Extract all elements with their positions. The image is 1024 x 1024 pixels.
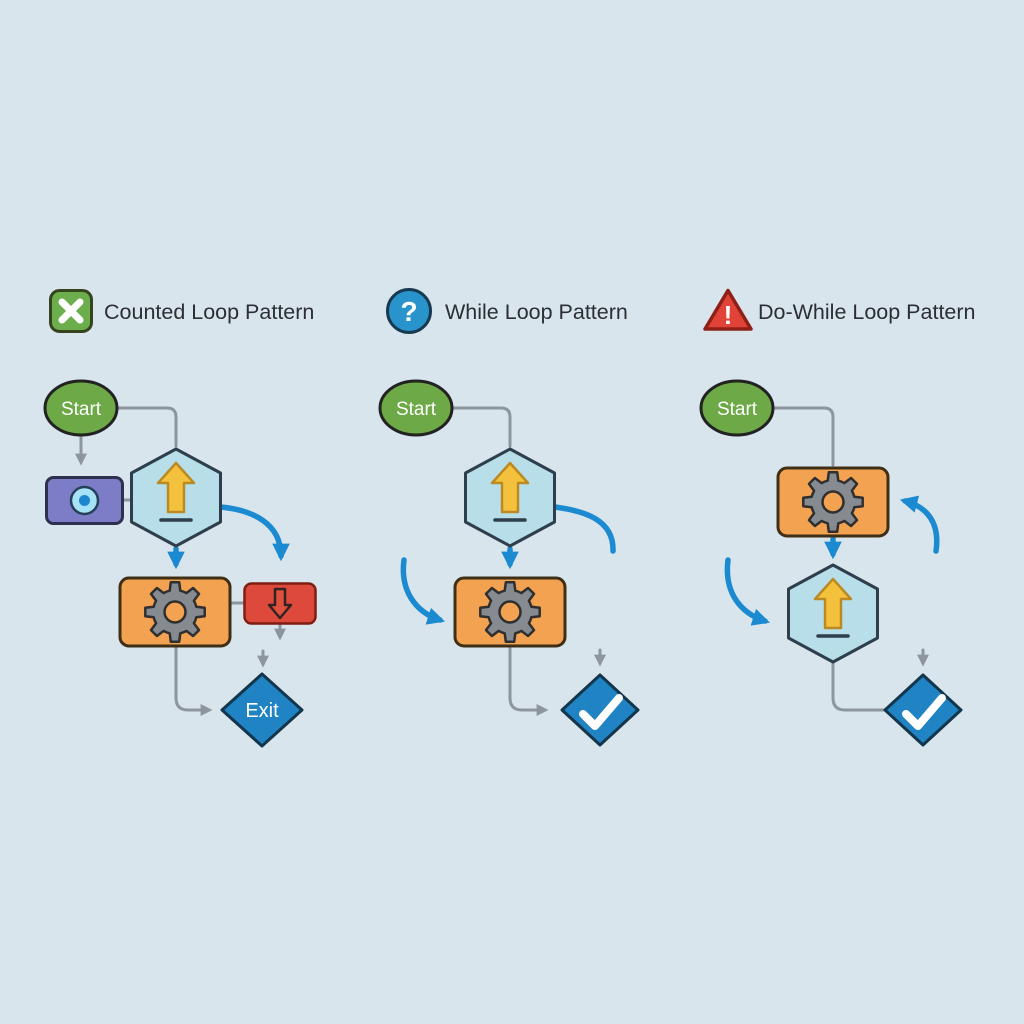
end-check-node [885, 675, 961, 745]
flow-loop-back-into-body [899, 495, 940, 554]
header-label: Do-While Loop Pattern [758, 300, 976, 324]
connector-condition-to-end [831, 660, 886, 712]
connector-body-to-end [508, 644, 549, 716]
connector-start-to-condition [450, 406, 512, 448]
target-dot-icon [69, 485, 100, 516]
connector-start-to-body [771, 406, 835, 467]
pattern-while-loop: ? While Loop Pattern Start [378, 288, 638, 746]
header-counted-loop: Counted Loop Pattern [49, 289, 314, 333]
question-mark-icon: ? [400, 296, 417, 327]
gear-icon [144, 581, 206, 643]
pattern-counted-loop: Counted Loop Pattern Start [43, 289, 317, 748]
exit-label: Exit [245, 700, 279, 722]
start-label: Start [396, 399, 437, 420]
header-label: Counted Loop Pattern [104, 300, 314, 324]
flow-loop-back-into-body [400, 557, 446, 625]
start-node [378, 379, 454, 437]
end-check-node [562, 675, 638, 745]
start-label: Start [61, 399, 102, 420]
flow-loop-into-condition [724, 557, 771, 626]
flowchart-counted-loop: Start Exit [43, 379, 317, 748]
start-label: Start [717, 399, 758, 420]
pattern-do-while-loop: ! Do-While Loop Pattern Start [699, 288, 976, 746]
connector-body-to-exit [174, 644, 213, 716]
exclamation-icon: ! [724, 300, 733, 330]
flow-condition-to-decrement [218, 504, 290, 562]
flowchart-do-while-loop: Start [699, 379, 961, 745]
flowchart-while-loop: Start [378, 379, 638, 745]
flow-loop-out [552, 504, 616, 554]
x-icon [58, 298, 84, 324]
connector-start-to-condition [115, 406, 178, 448]
gear-icon [802, 471, 864, 533]
warning-triangle-icon [703, 288, 753, 331]
start-node [43, 379, 119, 437]
header-do-while-loop: ! Do-While Loop Pattern [703, 288, 976, 331]
decrement-arrow-icon [267, 587, 293, 620]
question-circle-icon [386, 288, 432, 334]
header-while-loop: ? While Loop Pattern [386, 288, 628, 334]
header-label: While Loop Pattern [445, 300, 628, 324]
start-node [699, 379, 775, 437]
exit-diamond [220, 672, 304, 748]
gear-icon [479, 581, 541, 643]
